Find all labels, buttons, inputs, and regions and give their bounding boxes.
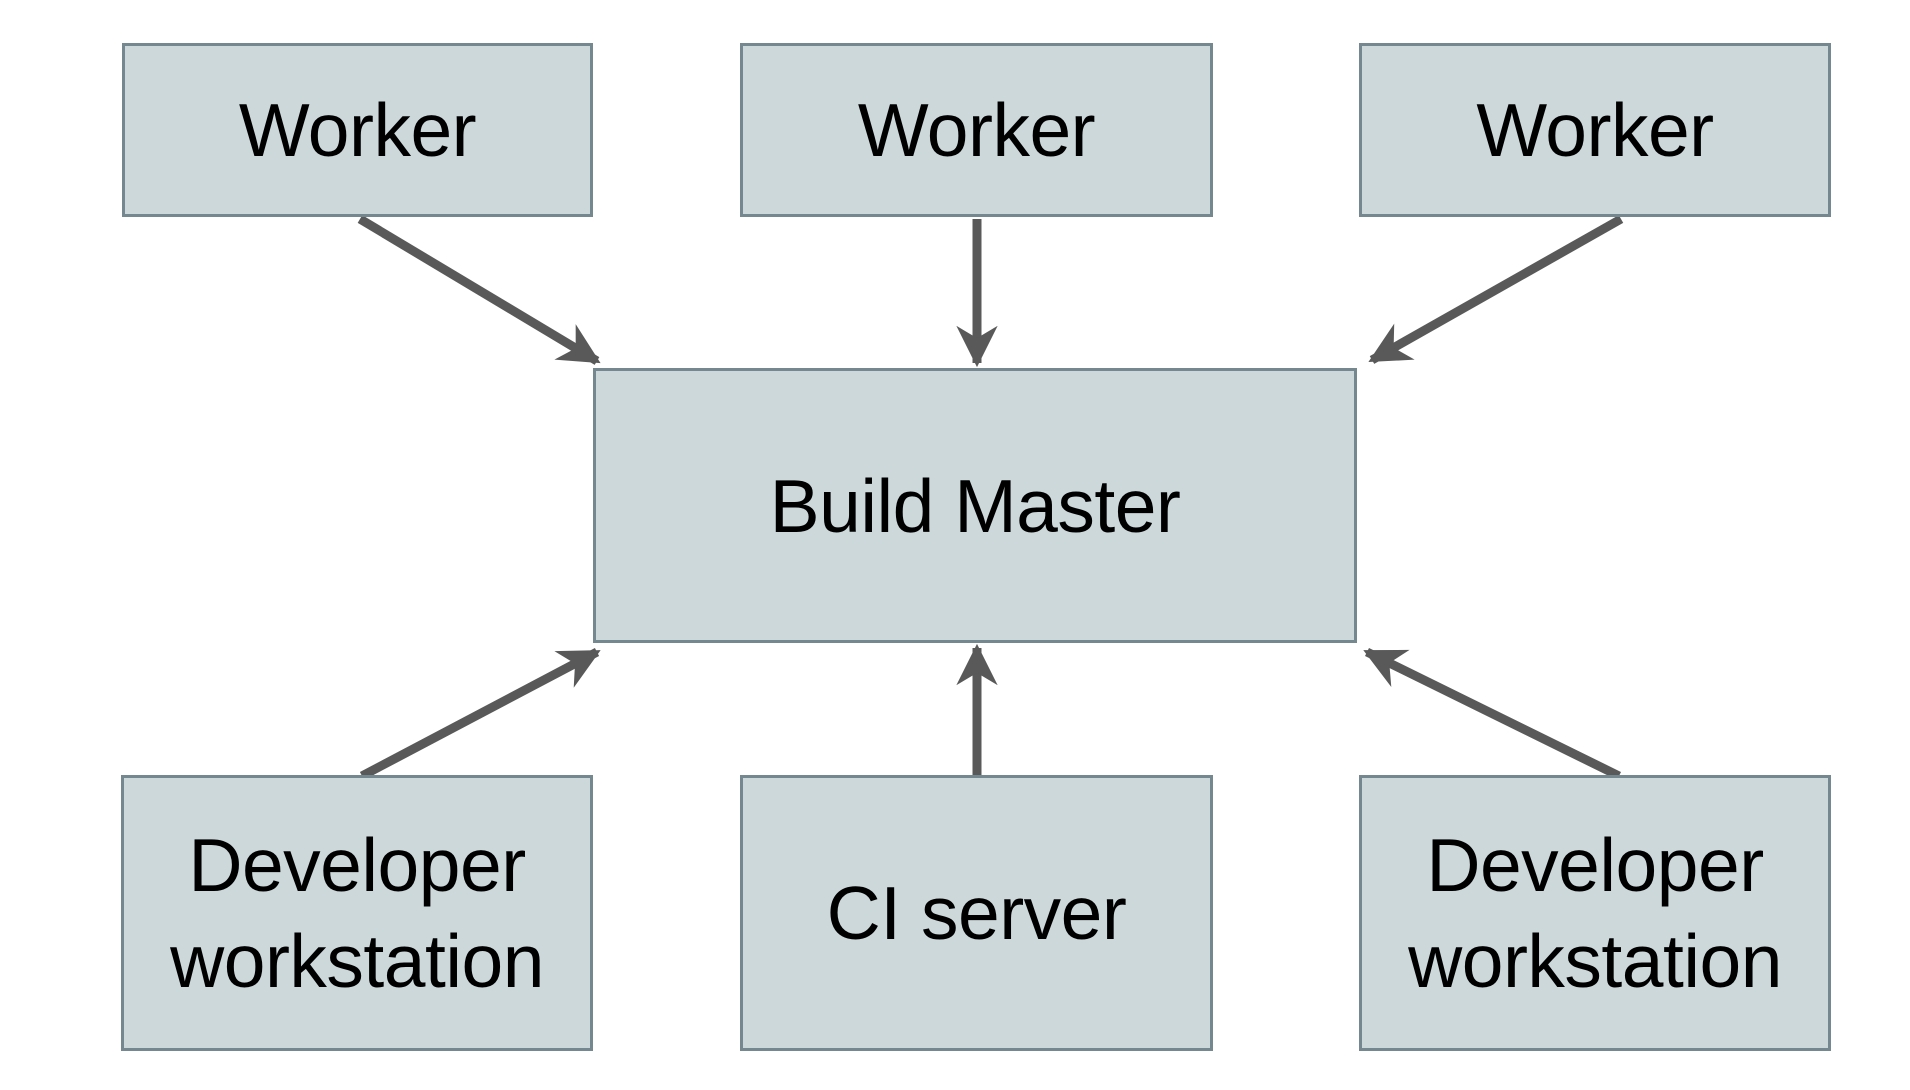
arrow-worker-1-to-build-master: [357, 215, 601, 365]
node-ci-server: CI server: [740, 775, 1213, 1051]
node-worker-1-label: Worker: [238, 88, 477, 172]
node-worker-1: Worker: [122, 43, 593, 217]
node-worker-2-label: Worker: [857, 88, 1096, 172]
arrow-developer-workstation-left-to-build-master: [359, 648, 601, 780]
node-worker-2: Worker: [740, 43, 1213, 217]
node-developer-workstation-right: Developer workstation: [1359, 775, 1831, 1051]
node-developer-workstation-left-label: Developer workstation: [170, 823, 544, 1003]
node-worker-3: Worker: [1359, 43, 1831, 217]
node-worker-3-label: Worker: [1476, 88, 1714, 172]
node-developer-workstation-left: Developer workstation: [121, 775, 593, 1051]
node-build-master-label: Build Master: [769, 463, 1181, 548]
node-ci-server-label: CI server: [826, 871, 1127, 955]
arrow-developer-workstation-right-to-build-master: [1363, 647, 1621, 781]
node-build-master: Build Master: [593, 368, 1357, 643]
node-developer-workstation-right-label: Developer workstation: [1408, 823, 1782, 1003]
arrow-worker-3-to-build-master: [1368, 215, 1624, 364]
